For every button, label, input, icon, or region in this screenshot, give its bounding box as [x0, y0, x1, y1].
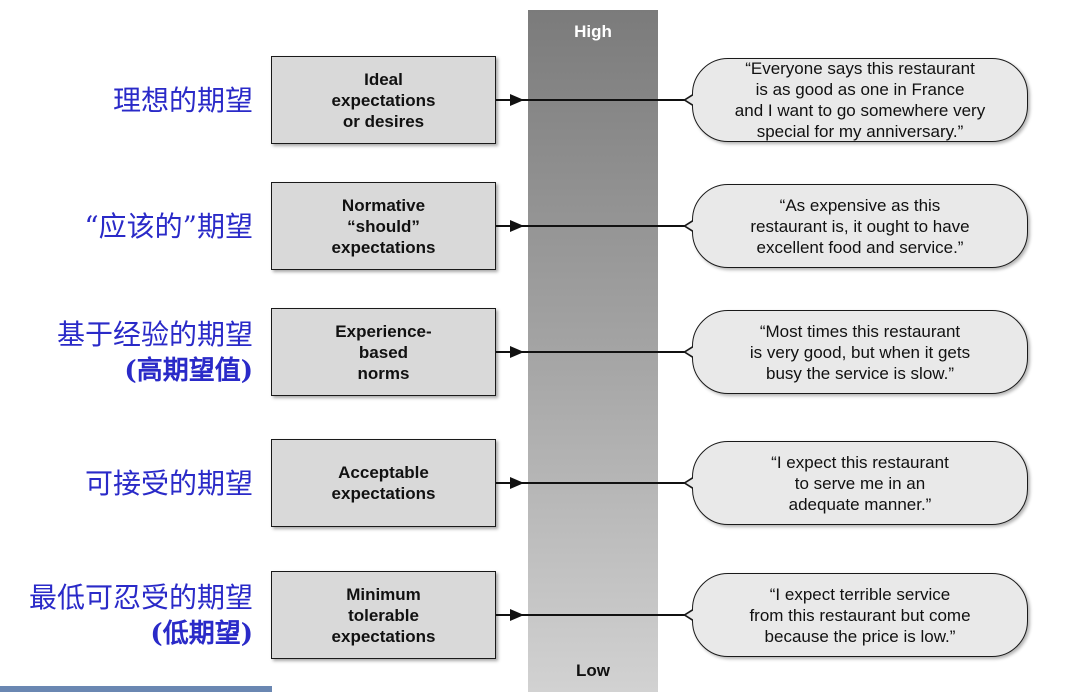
arrow-head-icon: [510, 94, 524, 106]
quote-line: “I expect this restaurant: [771, 452, 949, 472]
box-line: expectations: [331, 626, 436, 646]
speech-bubble-pointer-fill: [686, 347, 694, 357]
box-line: Minimum: [346, 584, 421, 604]
arrow-head-icon: [510, 346, 524, 358]
arrow-head-icon: [510, 477, 524, 489]
chinese-label-line: 基于经验的期望: [56, 318, 253, 351]
speech-bubble-quote: “I expect this restaurant to serve me in…: [692, 441, 1028, 525]
expectation-box: Minimum tolerable expectations: [271, 571, 496, 659]
expectation-box: Ideal expectations or desires: [271, 56, 496, 144]
quote-line: adequate manner.”: [788, 494, 932, 514]
arrow-head-icon: [510, 220, 524, 232]
connector-line: [496, 614, 692, 616]
chinese-label: 最低可忍受的期望 (低期望): [29, 571, 253, 661]
expectation-box: Normative “should” expectations: [271, 182, 496, 270]
speech-bubble-pointer-fill: [686, 478, 694, 488]
expectation-row-ideal: 理想的期望 Ideal expectations or desires “Eve…: [0, 56, 1071, 146]
chinese-label-line: “应该的”期望: [84, 210, 253, 243]
box-line: “should”: [347, 216, 420, 236]
expectation-row-experience: 基于经验的期望 (高期望值) Experience- based norms “…: [0, 308, 1071, 398]
connector-line: [496, 225, 692, 227]
chinese-label: 基于经验的期望 (高期望值): [57, 308, 253, 398]
quote-line: from this restaurant but come: [749, 605, 971, 625]
speech-bubble-quote: “I expect terrible service from this res…: [692, 573, 1028, 657]
chinese-label-subline: (低期望): [150, 619, 253, 649]
expectation-row-minimum: 最低可忍受的期望 (低期望) Minimum tolerable expecta…: [0, 571, 1071, 661]
quote-line: is as good as one in France: [755, 80, 965, 99]
connector-line: [496, 351, 692, 353]
quote-line: and I want to go somewhere very: [734, 101, 986, 120]
chinese-label-line: 最低可忍受的期望: [28, 581, 253, 614]
chinese-label-line: 理想的期望: [112, 84, 253, 117]
chinese-label-line: 可接受的期望: [84, 467, 253, 500]
speech-bubble-quote: “Most times this restaurant is very good…: [692, 310, 1028, 394]
quote-line: special for my anniversary.”: [756, 122, 964, 141]
box-line: norms: [357, 363, 410, 383]
chinese-label: 理想的期望: [113, 56, 253, 146]
expectation-box: Acceptable expectations: [271, 439, 496, 527]
quote-line: “I expect terrible service: [769, 584, 951, 604]
speech-bubble-pointer-fill: [686, 610, 694, 620]
box-line: expectations: [331, 90, 436, 110]
quote-line: “Everyone says this restaurant: [745, 59, 975, 78]
expectation-row-normative: “应该的”期望 Normative “should” expectations …: [0, 182, 1071, 272]
quote-line: “As expensive as this: [779, 195, 941, 215]
box-line: Acceptable: [338, 463, 429, 482]
scale-high-label: High: [574, 22, 612, 41]
chinese-label-subline: (高期望值): [124, 356, 253, 386]
quote-line: because the price is low.”: [764, 626, 956, 646]
quote-line: is very good, but when it gets: [749, 342, 971, 362]
box-line: expectations: [331, 237, 436, 257]
box-line: tolerable: [348, 605, 419, 625]
box-line: Normative: [341, 195, 426, 215]
quote-line: busy the service is slow.”: [765, 363, 954, 383]
quote-line: excellent food and service.”: [756, 237, 964, 257]
chinese-label: “应该的”期望: [84, 182, 253, 272]
speech-bubble-quote: “Everyone says this restaurant is as goo…: [692, 58, 1028, 142]
speech-bubble-quote: “As expensive as this restaurant is, it …: [692, 184, 1028, 268]
speech-bubble-pointer-fill: [686, 95, 694, 105]
box-line: based: [358, 342, 409, 362]
footer-accent-bar: [0, 686, 272, 692]
expectation-row-acceptable: 可接受的期望 Acceptable expectations “I expect…: [0, 439, 1071, 529]
connector-line: [496, 99, 692, 101]
box-line: expectations: [331, 484, 436, 503]
scale-low-label: Low: [576, 661, 610, 680]
speech-bubble-pointer-fill: [686, 221, 694, 231]
box-line: Experience-: [335, 321, 432, 341]
connector-line: [496, 482, 692, 484]
quote-line: restaurant is, it ought to have: [750, 216, 970, 236]
box-line: or desires: [342, 111, 425, 131]
quote-line: “Most times this restaurant: [759, 321, 961, 341]
box-line: Ideal: [364, 69, 403, 89]
expectation-box: Experience- based norms: [271, 308, 496, 396]
arrow-head-icon: [510, 609, 524, 621]
quote-line: to serve me in an: [794, 473, 926, 493]
chinese-label: 可接受的期望: [85, 439, 253, 529]
